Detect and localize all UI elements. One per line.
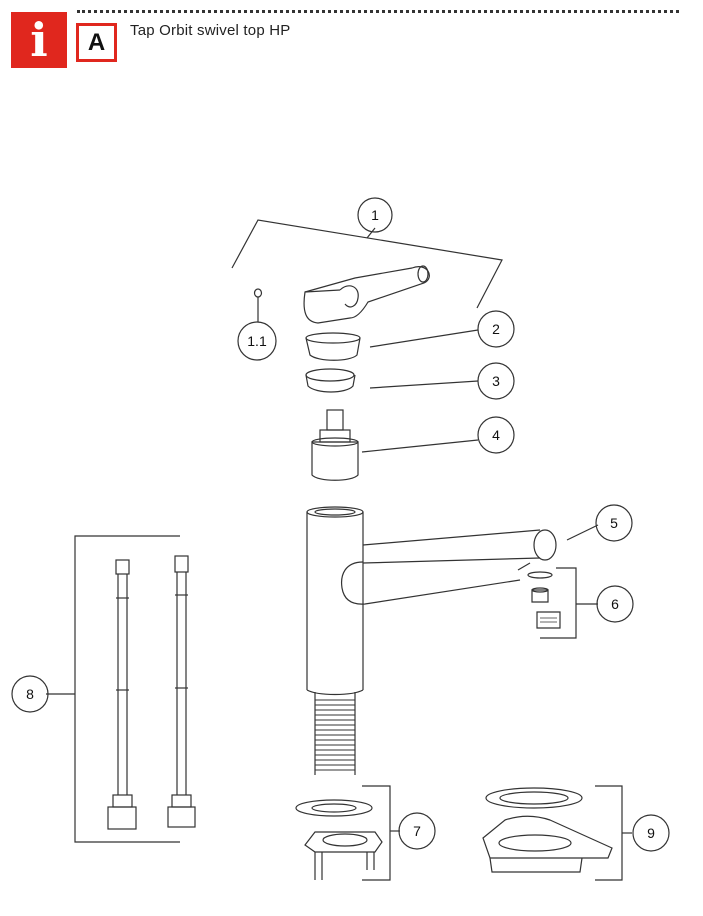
callout-4-label: 4	[492, 427, 500, 443]
part-lever-handle	[231, 219, 503, 324]
part-tap-body	[306, 506, 599, 696]
part-nut	[305, 368, 479, 393]
callout-1-1-label: 1.1	[247, 333, 267, 349]
callout-2: 2	[477, 310, 515, 348]
part-cartridge	[311, 409, 479, 481]
callout-9: 9	[632, 814, 670, 852]
callout-3: 3	[477, 362, 515, 400]
callout-4: 4	[477, 416, 515, 454]
header-dotted-rule	[77, 10, 679, 13]
part-aerator	[527, 567, 598, 639]
callout-1: 1	[357, 197, 393, 233]
part-flexible-hoses	[46, 535, 196, 843]
section-letter: A	[87, 29, 106, 56]
callout-6-label: 6	[611, 596, 619, 612]
callout-9-label: 9	[647, 825, 655, 841]
page-title: Tap Orbit swivel top HP	[130, 22, 291, 39]
info-glyph: i	[30, 13, 48, 67]
callout-8-label: 8	[26, 686, 34, 702]
part-fixing-bracket	[295, 785, 400, 881]
part-cover-cap	[305, 329, 479, 361]
part-mounting-plate	[482, 785, 632, 881]
callout-7-label: 7	[413, 823, 421, 839]
callout-8: 8	[11, 675, 49, 713]
callout-2-label: 2	[492, 321, 500, 337]
part-threaded-shank	[314, 692, 356, 775]
callout-5: 5	[595, 504, 633, 542]
callout-5-label: 5	[610, 515, 618, 531]
section-letter-box: A	[76, 23, 117, 62]
callout-6: 6	[596, 585, 634, 623]
callout-1-label: 1	[371, 207, 379, 223]
callout-7: 7	[398, 812, 436, 850]
info-icon: i	[11, 12, 67, 68]
callout-1-1: 1.1	[237, 321, 277, 361]
part-set-screw	[253, 288, 263, 322]
callout-3-label: 3	[492, 373, 500, 389]
